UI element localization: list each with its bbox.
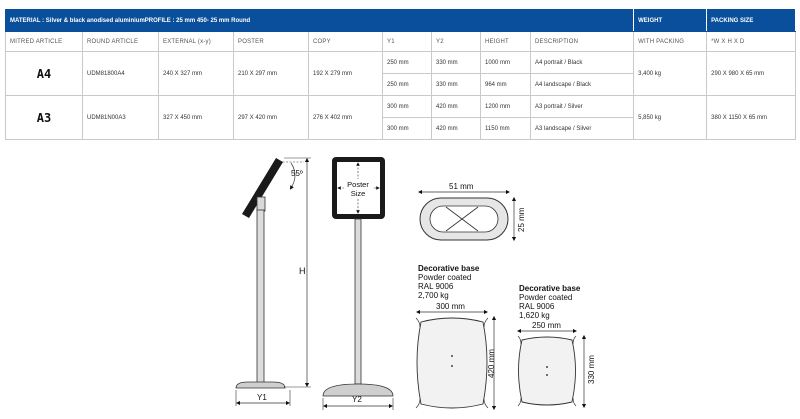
table-row: 300 mm 420 mm 1150 mm A3 landscape / Sil… [6, 117, 796, 140]
base-small: Decorative base Powder coated RAL 9006 1… [516, 284, 596, 409]
material-header: MATERIAL : Silver & black anodised alumi… [4, 9, 635, 32]
copy-size: 276 X 402 mm [308, 95, 383, 140]
spec-table: MATERIAL : Silver & black anodised alumi… [4, 9, 797, 140]
col-whxd: *W X H X D [706, 31, 797, 52]
y1-value: 250 mm [382, 73, 432, 96]
description-value: A4 landscape / Black [529, 73, 635, 96]
col-y1: Y1 [382, 31, 432, 52]
table-row: A3 UDM81N00A3 327 X 450 mm 297 X 420 mm … [5, 95, 797, 140]
mitred-article: A4 [5, 51, 83, 96]
base-small-line3: 1,620 kg [519, 311, 550, 320]
mitred-article: A3 [5, 95, 83, 140]
poster-size-label-1: Poster [347, 180, 369, 189]
external-size: 327 X 450 mm [158, 95, 234, 140]
y2-value: 330 mm [431, 73, 481, 96]
external-size: 240 X 327 mm [158, 51, 234, 96]
description-value: A4 portrait / Black [529, 51, 635, 74]
packing-value: 290 X 980 X 65 mm [706, 51, 797, 96]
base-large-outline [416, 317, 488, 409]
base-small-depth: 330 mm [587, 355, 596, 384]
y1-value: 300 mm [382, 95, 432, 118]
description-value: A3 portrait / Silver [529, 95, 635, 118]
y2-label: Y2 [352, 395, 362, 404]
base-small-line2: RAL 9006 [519, 302, 555, 311]
col-height: HEIGHT [480, 31, 531, 52]
col-with-packing: WITH PACKING [633, 31, 708, 52]
stand-base [235, 381, 286, 389]
base-small-title: Decorative base [519, 284, 581, 293]
base-large-width: 300 mm [436, 302, 465, 311]
base-large-depth: 420 mm [487, 349, 496, 378]
col-description: DESCRIPTION [529, 31, 635, 52]
weight-header: WEIGHT [633, 9, 708, 32]
profile-section: 51 mm 25 mm [417, 182, 526, 242]
base-large-title: Decorative base [418, 264, 480, 273]
col-y2: Y2 [431, 31, 481, 52]
base-small-outline [518, 336, 576, 406]
col-copy: COPY [308, 31, 383, 52]
round-article: UDM81N00A3 [82, 95, 159, 140]
col-external: EXTERNAL (x-y) [158, 31, 234, 52]
y2-value: 330 mm [431, 51, 481, 74]
base-large-line2: RAL 9006 [418, 282, 454, 291]
copy-size: 192 X 279 mm [308, 51, 383, 96]
height-value: 964 mm [480, 73, 531, 96]
y1-value: 250 mm [382, 51, 432, 74]
base-large: Decorative base Powder coated RAL 9006 2… [415, 264, 497, 411]
base-small-width: 250 mm [532, 321, 561, 330]
front-base [322, 383, 394, 397]
height-value: 1200 mm [480, 95, 531, 118]
table-row: 250 mm 330 mm 964 mm A4 landscape / Blac… [6, 73, 796, 96]
round-article: UDM81800A4 [82, 51, 159, 96]
packing-value: 380 X 1150 X 65 mm [706, 95, 797, 140]
profile-width-label: 51 mm [449, 182, 474, 191]
height-value: 1000 mm [480, 51, 531, 74]
poster-size-label-2: Size [351, 189, 366, 198]
tilt-bracket [256, 196, 266, 212]
technical-drawing: 55º H Y1 Poster Size Y2 51 mm 25 mm [235, 157, 596, 411]
angle-label: 55º [291, 169, 303, 178]
tilted-frame [242, 158, 283, 218]
weight-value: 5,850 kg [633, 95, 708, 140]
base-small-line1: Powder coated [519, 293, 572, 302]
y2-value: 420 mm [431, 95, 481, 118]
base-large-line1: Powder coated [418, 273, 471, 282]
front-pole [354, 218, 362, 385]
weight-value: 3,400 kg [633, 51, 708, 96]
table-row: A4 UDM81800A4 240 X 327 mm 210 X 297 mm … [5, 51, 797, 96]
poster-size: 297 X 420 mm [233, 95, 309, 140]
tilted-stand: 55º H Y1 [235, 157, 311, 406]
y2-value: 420 mm [431, 117, 481, 140]
description-value: A3 landscape / Silver [529, 117, 635, 140]
col-mitred: MITRED ARTICLE [5, 31, 83, 52]
y1-label: Y1 [257, 393, 267, 402]
col-poster: POSTER [233, 31, 309, 52]
y1-value: 300 mm [382, 117, 432, 140]
col-round: ROUND ARTICLE [82, 31, 159, 52]
poster-size: 210 X 297 mm [233, 51, 309, 96]
packing-header: PACKING SIZE [706, 9, 797, 32]
stand-pole [256, 209, 265, 387]
profile-depth-label: 25 mm [517, 207, 526, 232]
base-large-line3: 2,700 kg [418, 291, 449, 300]
height-label: H [299, 266, 306, 276]
front-stand: Poster Size Y2 [322, 157, 394, 410]
height-value: 1150 mm [480, 117, 531, 140]
